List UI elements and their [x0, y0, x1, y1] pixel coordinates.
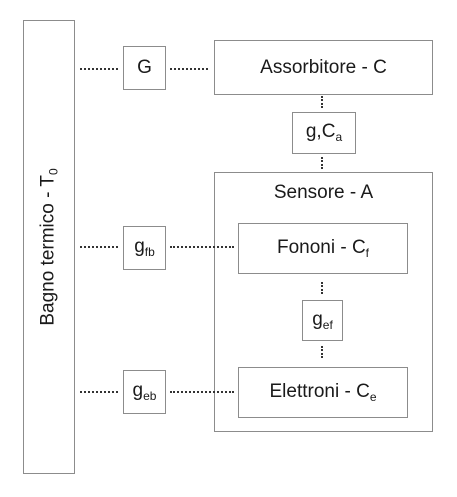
geb-subscript: eb: [143, 389, 157, 404]
phonons-label: Fononi - C: [276, 236, 366, 258]
connector-absorber-gCa: [321, 96, 323, 108]
geb-box: geb: [123, 370, 166, 414]
connector-geb-electrons: [170, 391, 234, 393]
geb-label: g: [132, 380, 144, 402]
electrons-subscript: e: [369, 390, 377, 405]
gfb-label: g: [134, 236, 145, 258]
connector-bath-gfb: [80, 246, 118, 248]
G-box: G: [123, 46, 166, 90]
connector-bath-G: [80, 68, 118, 70]
connector-gef-electrons: [321, 346, 323, 358]
gCa-label: g,C: [305, 121, 336, 143]
gCa-box: g,Ca: [292, 112, 356, 154]
absorber-box: Assorbitore - C: [214, 40, 433, 95]
heat-bath-text: Bagno termico - T: [37, 175, 59, 326]
absorber-label: Assorbitore - C: [260, 56, 387, 78]
gfb-box: gfb: [123, 226, 166, 270]
gef-box: gef: [302, 300, 343, 341]
connector-G-absorber: [170, 68, 208, 70]
electrons-label: Elettroni - C: [269, 380, 370, 402]
gCa-subscript: a: [335, 130, 343, 145]
connector-phonons-gef: [321, 282, 323, 294]
connector-bath-geb: [80, 391, 118, 393]
gef-label: g: [312, 308, 323, 330]
heat-bath-subscript: 0: [46, 168, 61, 176]
heat-bath-label: Bagno termico - T0: [37, 168, 60, 325]
connector-gfb-phonons: [170, 246, 234, 248]
phonons-box: Fononi - Cf: [238, 223, 408, 274]
phonons-subscript: f: [365, 246, 370, 261]
connector-gCa-sensor: [321, 157, 323, 169]
gef-subscript: ef: [322, 318, 333, 333]
sensor-label: Sensore - A: [273, 182, 374, 203]
electrons-box: Elettroni - Ce: [238, 367, 408, 418]
heat-bath-box: Bagno termico - T0: [23, 20, 75, 474]
gfb-subscript: fb: [144, 245, 155, 260]
G-label: G: [137, 57, 152, 78]
